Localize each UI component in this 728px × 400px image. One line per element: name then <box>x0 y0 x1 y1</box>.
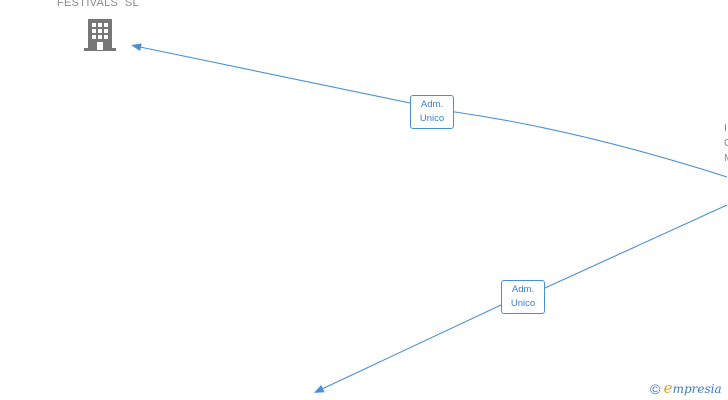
edge-label-adm-unico[interactable]: Adm. Unico <box>410 95 454 129</box>
edge-to-company <box>131 43 728 178</box>
copyright-icon: © <box>650 381 661 397</box>
empresia-logo[interactable]: © empresia <box>650 379 728 399</box>
person-node-line: I <box>724 122 727 134</box>
company-node-label[interactable]: FESTIVALS SL <box>57 0 139 9</box>
brand-name: mpresia <box>672 382 722 396</box>
person-node-line: M <box>724 151 728 166</box>
building-icon[interactable] <box>84 18 116 52</box>
edge-label-adm-unico[interactable]: Adm. Unico <box>501 280 545 314</box>
brand-initial: e <box>663 379 673 397</box>
person-node-line: C <box>724 137 728 149</box>
edge-label-line1: Adm. <box>420 99 444 110</box>
person-node-label-partial[interactable]: I C M <box>724 121 728 166</box>
edge-label-line2: Unico <box>510 298 536 309</box>
edge-label-line1: Adm. <box>511 284 535 295</box>
edge-label-line2: Unico <box>419 113 445 124</box>
